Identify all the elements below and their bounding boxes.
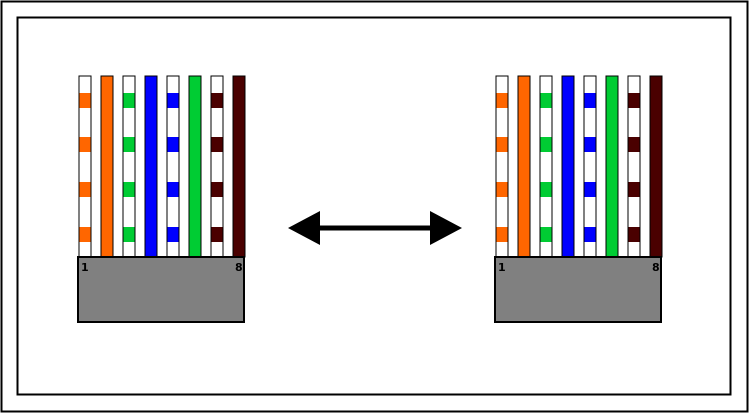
arrow-head-right [430,211,462,245]
wire-4 [561,75,575,258]
wire-5-stripe-1 [584,93,596,108]
wire-5-stripe-3 [167,182,179,197]
wire-3 [122,75,136,258]
wire-1-stripe-2 [79,137,91,152]
wire-1-stripe-4 [496,227,508,242]
wire-7-stripe-1 [628,93,640,108]
wire-8-insulation [232,75,246,258]
wire-3-stripe-3 [540,182,552,197]
wire-5 [583,75,597,258]
wire-4 [144,75,158,258]
wire-6-insulation [605,75,619,258]
wire-2-insulation [517,75,531,258]
wire-3-stripe-4 [540,227,552,242]
wire-2-insulation [100,75,114,258]
wire-3-stripe-4 [123,227,135,242]
wire-7-stripe-3 [628,182,640,197]
pin-label-last: 8 [652,261,660,274]
wire-5-stripe-4 [584,227,596,242]
wire-5-stripe-3 [584,182,596,197]
wire-3 [539,75,553,258]
pin-label-last: 8 [235,261,243,274]
pin-label-first: 1 [498,261,506,274]
wire-4-insulation [144,75,158,258]
wire-8-insulation [649,75,663,258]
wire-3-stripe-1 [123,93,135,108]
wire-7-stripe-4 [628,227,640,242]
wire-7-stripe-2 [628,137,640,152]
wire-2 [100,75,114,258]
wire-1-stripe-3 [79,182,91,197]
wire-1-stripe-4 [79,227,91,242]
wire-5-stripe-1 [167,93,179,108]
wire-3-stripe-2 [540,137,552,152]
pin-label-first: 1 [81,261,89,274]
wire-7 [627,75,641,258]
wire-5-stripe-4 [167,227,179,242]
wire-5 [166,75,180,258]
arrow-head-left [288,211,320,245]
wire-5-stripe-2 [167,137,179,152]
wire-3-stripe-3 [123,182,135,197]
wire-7-stripe-2 [211,137,223,152]
wire-7 [210,75,224,258]
wire-7-stripe-1 [211,93,223,108]
wire-3-stripe-2 [123,137,135,152]
wire-1-stripe-2 [496,137,508,152]
wire-6-insulation [188,75,202,258]
wire-1 [78,75,92,258]
wire-2 [517,75,531,258]
plug-body [77,256,245,323]
wire-7-stripe-4 [211,227,223,242]
wire-8 [649,75,663,258]
wire-1 [495,75,509,258]
wire-3-stripe-1 [540,93,552,108]
wire-8 [232,75,246,258]
plug-body [494,256,662,323]
wire-7-stripe-3 [211,182,223,197]
double-headed-arrow [288,211,462,245]
wire-1-stripe-3 [496,182,508,197]
wire-4-insulation [561,75,575,258]
wire-6 [605,75,619,258]
wire-5-stripe-2 [584,137,596,152]
wire-6 [188,75,202,258]
inner-frame [16,16,732,396]
wire-1-stripe-1 [496,93,508,108]
wire-1-stripe-1 [79,93,91,108]
